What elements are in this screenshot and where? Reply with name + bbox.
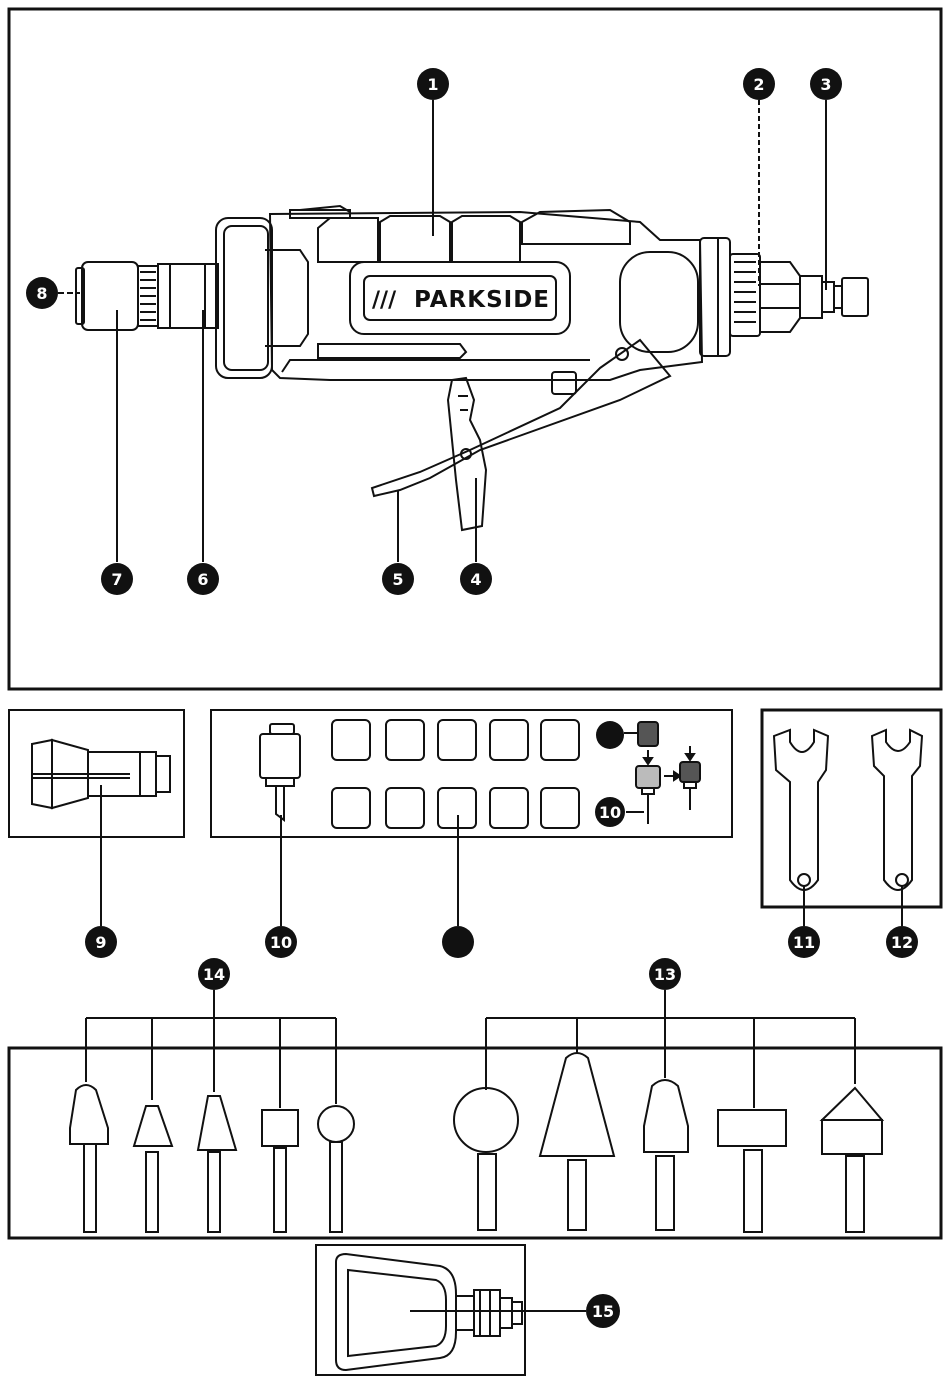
die-grinder-tool (76, 206, 868, 530)
open-end-spanner-12 (872, 730, 922, 890)
callout-10: 10 (265, 926, 297, 958)
rear-grip (620, 252, 698, 352)
collet-nut (82, 262, 138, 330)
callout-5-label: 5 (392, 570, 403, 589)
callout-12-label: 12 (891, 933, 913, 952)
callout-13: 13 (649, 958, 681, 990)
sleeve-assembly-illustration (624, 722, 700, 824)
callout-4-label: 4 (470, 570, 481, 589)
callout-3-label: 3 (820, 75, 831, 94)
grip-rib (452, 216, 520, 262)
callout-10b-label: 10 (599, 803, 621, 822)
callout-10-label: 10 (270, 933, 292, 952)
callout-1-label: 1 (427, 75, 438, 94)
callout-15: 15 (586, 1294, 620, 1328)
callout-14: 14 (198, 958, 230, 990)
callout-4: 4 (460, 563, 492, 595)
spindle (158, 264, 218, 328)
callout-9: 9 (85, 926, 117, 958)
callout-6: 6 (187, 563, 219, 595)
throttle-lever (372, 340, 670, 496)
callout-8: 8 (26, 277, 58, 309)
callout-8-label: 8 (36, 284, 47, 303)
brand-slashes: /// (372, 288, 397, 313)
callout-2-label: 2 (753, 75, 764, 94)
leader-lines (58, 100, 826, 562)
panel-mounted-points (9, 1048, 941, 1238)
callout-6-label: 6 (197, 570, 208, 589)
sanding-sleeves (332, 720, 579, 828)
callout-5: 5 (382, 563, 414, 595)
callout-3: 3 (810, 68, 842, 100)
callout-sleeves-blank (442, 926, 474, 958)
callout-11-label: 11 (793, 933, 815, 952)
sanding-mandrel (260, 724, 300, 820)
large-mounted-points (454, 1053, 882, 1232)
hex-fitting (760, 262, 800, 332)
callout-13-label: 13 (654, 965, 676, 984)
callout-7-label: 7 (111, 570, 122, 589)
small-mounted-points (70, 1085, 354, 1232)
safety-lock (448, 378, 486, 530)
rear-cap (700, 238, 730, 356)
callout-11: 11 (788, 926, 820, 958)
speed-regulator (730, 254, 760, 336)
callout-10b: 10 (595, 797, 625, 827)
air-inlet (800, 276, 822, 318)
callout-9-label: 9 (95, 933, 106, 952)
callout-15-label: 15 (592, 1302, 614, 1321)
callout-12: 12 (886, 926, 918, 958)
grip-rib (380, 216, 450, 262)
callout-1: 1 (417, 68, 449, 100)
callout-7: 7 (101, 563, 133, 595)
panel-spanners (762, 710, 941, 907)
callout-2: 2 (743, 68, 775, 100)
brand-logo: PARKSIDE (414, 287, 550, 313)
open-end-spanner-11 (774, 730, 828, 890)
callout-sleeves-blank-small (596, 721, 624, 749)
callout-14-label: 14 (203, 965, 225, 984)
